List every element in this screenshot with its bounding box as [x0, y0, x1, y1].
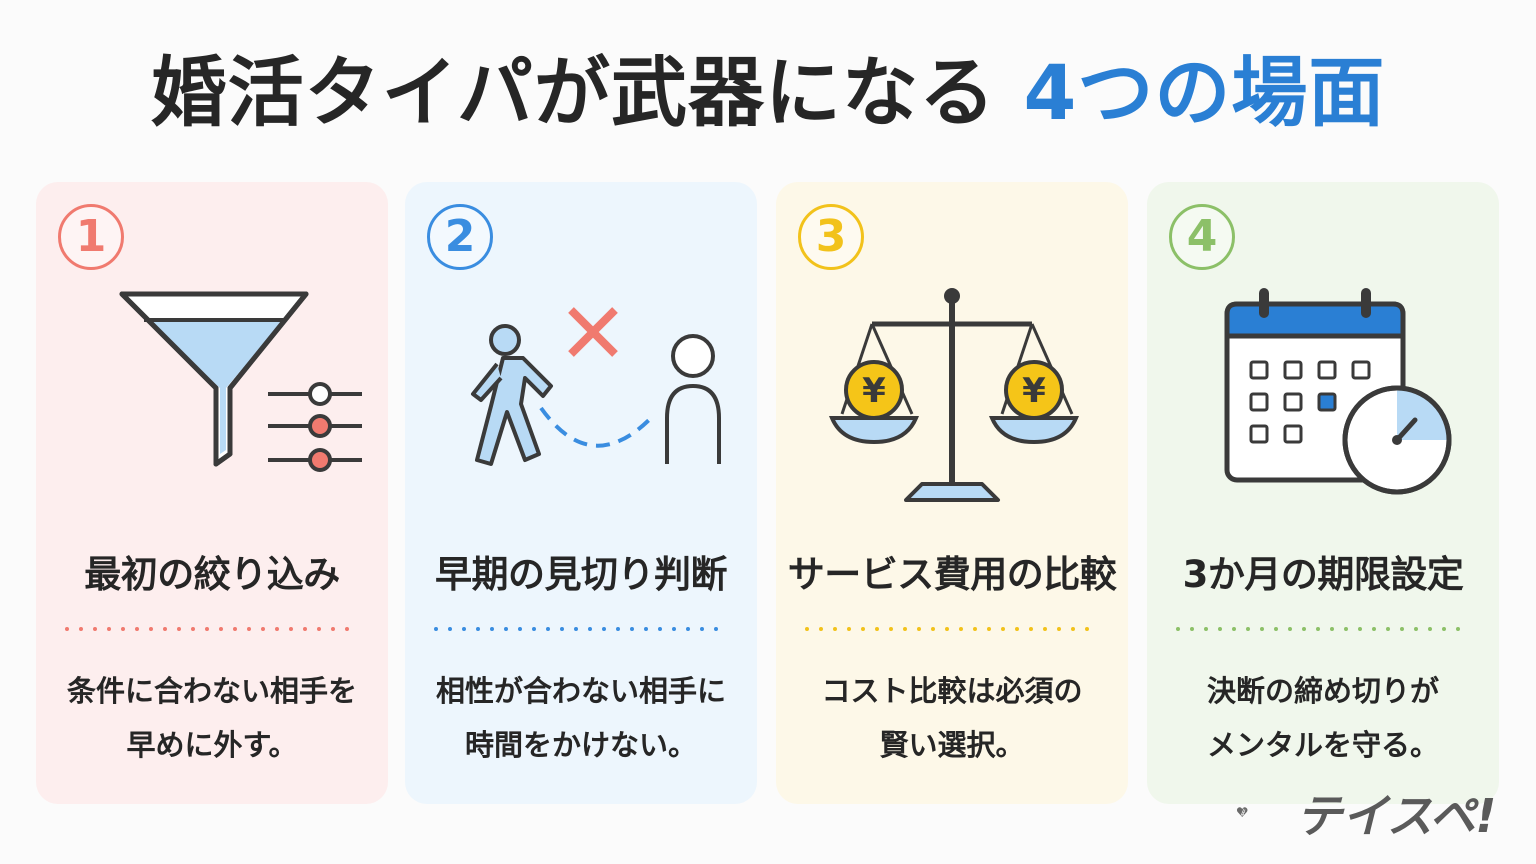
- desc-line-1: コスト比較は必須の: [821, 674, 1083, 708]
- card-description: 決断の締め切りが メンタルを守る。: [1147, 664, 1499, 772]
- yen-balance-scale-icon: ¥ ¥: [828, 288, 1080, 502]
- card-heading: 最初の絞り込み: [84, 553, 340, 596]
- card-initial-screening: 1 最初の絞り込み 条件に合わない相手を 早めに外す。: [36, 182, 388, 804]
- card-heading: サービス費用の比較: [787, 553, 1117, 596]
- card-description: 相性が合わない相手に 時間をかけない。: [405, 664, 757, 772]
- card-early-decision: 2 早期の見切り判断 相性が合わない相手に 時間をかけない。: [405, 182, 757, 804]
- page-title: 婚活タイパが武器になる 4つの場面: [0, 48, 1536, 138]
- heart-ladder-logo-icon: [1236, 807, 1248, 817]
- funnel-filter-icon: [119, 291, 362, 472]
- desc-line-1: 決断の締め切りが: [1206, 674, 1439, 708]
- card-heading: 3か月の期限設定: [1182, 553, 1464, 596]
- logo-text: テイスペ!: [1296, 789, 1497, 843]
- desc-line-2: 早めに外す。: [126, 728, 298, 762]
- desc-line-2: 賢い選択。: [879, 728, 1025, 762]
- card-service-cost-comparison: 3 ¥ ¥ サービス費用の比較 コスト比較は必須の 賢い選択。: [776, 182, 1128, 804]
- card-number-4: 4: [1169, 204, 1235, 270]
- card-number-1: 1: [58, 204, 124, 270]
- walking-away-icon: [471, 307, 721, 466]
- desc-line-1: 相性が合わない相手に: [435, 674, 726, 708]
- desc-line-2: 時間をかけない。: [464, 728, 697, 762]
- dotted-divider: [1176, 627, 1470, 631]
- card-description: 条件に合わない相手を 早めに外す。: [36, 664, 388, 772]
- dotted-divider: [65, 627, 359, 631]
- title-main: 婚活タイパが武器になる: [150, 48, 997, 137]
- card-number-3: 3: [798, 204, 864, 270]
- card-number-2: 2: [427, 204, 493, 270]
- dotted-divider: [434, 627, 728, 631]
- desc-line-1: 条件に合わない相手を: [66, 674, 357, 708]
- card-three-month-deadline: 4 3か月の期限設定 決断の締め切りが メンタルを守る。: [1147, 182, 1499, 804]
- calendar-clock-icon: [1224, 288, 1452, 495]
- title-accent: 4つの場面: [1023, 48, 1386, 137]
- desc-line-2: メンタルを守る。: [1206, 728, 1439, 762]
- svg-text:¥: ¥: [1022, 371, 1046, 411]
- svg-text:¥: ¥: [862, 371, 886, 411]
- card-heading: 早期の見切り判断: [435, 553, 728, 596]
- dotted-divider: [805, 627, 1099, 631]
- card-description: コスト比較は必須の 賢い選択。: [776, 664, 1128, 772]
